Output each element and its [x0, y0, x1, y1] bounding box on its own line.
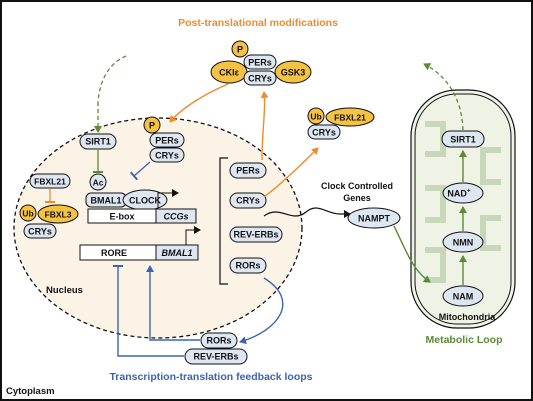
product-crys-label: CRYs	[236, 196, 260, 206]
nucleus-sirt1-node	[79, 133, 117, 150]
rore-label: RORE	[101, 248, 127, 258]
nucleus-crys-node	[23, 223, 57, 239]
ub-label: Ub	[310, 112, 321, 122]
cyto-reverbs-label: REV-ERBs	[193, 352, 238, 362]
nucleus-phosphate-marker	[143, 116, 161, 134]
gsk3-label: GSK3	[281, 68, 306, 78]
bmal1-gene-label: BMAL1	[162, 248, 193, 258]
ccg-products-bracket	[219, 157, 228, 285]
nucleus-fbxl21-node	[29, 173, 71, 189]
ccgs-gene	[155, 208, 197, 224]
ptm-to-nucleus-arrow	[169, 83, 229, 123]
pers-crys-inhibit-line	[129, 161, 151, 181]
nampt-label: NAMPT	[358, 214, 390, 224]
mitochondria-label: Mitochondria	[439, 312, 496, 322]
nucleus-ub-label: Ub	[22, 209, 33, 219]
ebox-label: E-box	[109, 212, 134, 222]
reverbs-inhibit-arrow	[113, 265, 184, 357]
acetyl-marker	[89, 173, 107, 191]
nampt-to-nam-arrow	[393, 225, 431, 283]
nucleus-pers-label: PERs	[155, 136, 179, 146]
product-crys-node	[229, 192, 267, 209]
ttfl-title: Transcription-translation feedback loops	[109, 371, 312, 383]
sirt1-export-dashed-arrow	[423, 63, 464, 131]
crys-label: CRYs	[248, 74, 272, 84]
crys-to-ub-arrow	[263, 147, 319, 198]
nad-node	[442, 182, 484, 204]
cyto-rors-node	[200, 332, 238, 349]
ub-fbxl21-complex: Ub FBXL21 CRYs	[307, 107, 375, 140]
bmal1-label: BMAL1	[91, 196, 122, 206]
ub-marker	[307, 107, 325, 125]
nucleus-sirt1-label: SIRT1	[85, 137, 111, 147]
product-reverbs-label: REV-ERBs	[233, 230, 278, 240]
rors-export-arrow	[239, 277, 284, 345]
gsk3-node	[274, 60, 312, 84]
nucleus-phosphate-label: P	[149, 121, 155, 131]
nmn-node	[442, 231, 484, 253]
nucleus-label: Nucleus	[46, 285, 83, 296]
ccgs-transcription-arrow	[157, 189, 179, 209]
pers-node	[243, 54, 277, 70]
ptm-complex: P CKIε GSK3 PERs CRYs	[210, 40, 312, 86]
ccgs-label: CCGs	[163, 212, 188, 222]
ccg-wavy-arrow	[263, 207, 351, 218]
nucleus-crys2-node	[149, 147, 185, 163]
product-pers-label: PERs	[236, 166, 260, 176]
ccg-label-line1: Clock Controlled	[321, 181, 393, 191]
metabolic-loop-title: Metabolic Loop	[426, 334, 503, 346]
product-rors-node	[229, 257, 267, 274]
fbxl21-node	[325, 107, 375, 127]
nam-label: NAM	[453, 292, 474, 302]
cytoplasm-label: Cytoplasm	[6, 386, 55, 397]
mito-sirt1-node	[441, 130, 485, 148]
clock-label: CLOCK	[129, 196, 161, 206]
rors-activate-arrow	[146, 265, 200, 341]
crys-node	[243, 70, 277, 86]
product-reverbs-node	[229, 226, 283, 243]
product-rors-label: RORs	[235, 261, 260, 271]
crys-node	[307, 124, 341, 140]
ckie-label: CKIε	[219, 68, 239, 78]
pers-label: PERs	[248, 58, 272, 68]
bmal1-transcription-arrow	[185, 226, 201, 245]
nad-label: NAD+	[447, 188, 471, 199]
phosphate-marker	[231, 40, 249, 58]
acetyl-label: Ac	[93, 178, 104, 188]
nam-node	[442, 285, 484, 307]
bmal1-gene	[155, 244, 199, 261]
ccg-label-line2: Genes	[343, 193, 371, 203]
pers-to-ptm-arrow	[260, 91, 269, 161]
sirt1-top-dashed-arrow	[97, 55, 127, 103]
crys-label: CRYs	[312, 128, 336, 138]
cyto-rors-label: RORs	[206, 336, 231, 346]
nampt-node	[347, 207, 401, 229]
cyto-reverbs-node	[184, 348, 248, 365]
nucleus-pers-node	[149, 132, 185, 148]
fbxl3-node	[37, 204, 79, 224]
nucleus-crys2-label: CRYs	[155, 151, 179, 161]
phosphate-label: P	[237, 45, 243, 55]
nmn-label: NMN	[453, 238, 474, 248]
product-pers-node	[229, 162, 267, 179]
mito-sirt1-label: SIRT1	[450, 135, 476, 145]
nucleus-crys-label: CRYs	[28, 227, 52, 237]
nucleus-fbxl21-label: FBXL21	[34, 177, 66, 187]
fbxl3-label: FBXL3	[45, 210, 72, 220]
ptm-title: Post-translational modifications	[178, 17, 338, 29]
nucleus-ub-marker	[19, 204, 37, 222]
fbxl21-label: FBXL21	[334, 113, 366, 123]
